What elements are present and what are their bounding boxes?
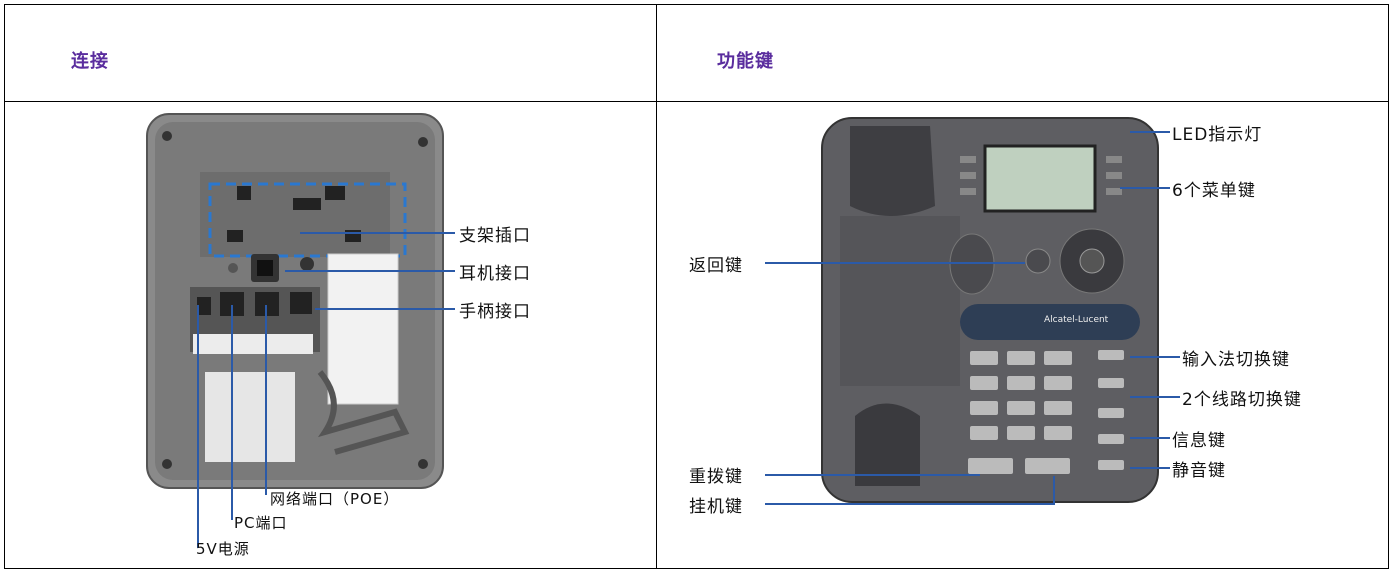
header-function-keys: 功能键: [717, 51, 774, 72]
stand-socket-line: [300, 232, 455, 234]
headset-port-line: [285, 270, 455, 272]
label-pc-port: PC端口: [234, 514, 288, 532]
label-hangup-key: 挂机键: [689, 497, 743, 517]
phone-back-image: [146, 113, 444, 489]
label-back-key: 返回键: [689, 256, 743, 276]
label-power: 5V电源: [196, 540, 250, 558]
pc-port-line: [231, 305, 233, 520]
label-mute-key: 静音键: [1172, 461, 1226, 481]
brand-logo: Alcatel-Lucent: [1044, 315, 1109, 325]
power-line: [197, 305, 199, 548]
label-network-port: 网络端口（POE）: [270, 490, 400, 508]
back-key-line: [765, 262, 1025, 264]
label-ime-key: 输入法切换键: [1182, 350, 1290, 370]
label-menu-keys: 6个菜单键: [1172, 181, 1256, 201]
line-keys-line: [1130, 396, 1180, 398]
ime-key-line: [1130, 356, 1180, 358]
network-port-line: [265, 305, 267, 495]
label-stand-socket: 支架插口: [459, 226, 531, 246]
mute-key-line: [1130, 467, 1170, 469]
label-message-key: 信息键: [1172, 431, 1226, 451]
hangup-key-line: [765, 503, 1055, 505]
menu-keys-line: [1120, 187, 1170, 189]
column-divider: [656, 5, 657, 568]
row-divider: [5, 101, 1388, 102]
handset-port-line: [315, 308, 455, 310]
message-key-line: [1130, 437, 1170, 439]
label-redial-key: 重拨键: [689, 467, 743, 487]
label-line-keys: 2个线路切换键: [1182, 390, 1302, 410]
hangup-key-line-vertical: [1053, 476, 1055, 505]
led-line: [1130, 131, 1170, 133]
redial-key-line: [765, 474, 980, 476]
label-led: LED指示灯: [1172, 125, 1263, 145]
label-headset-port: 耳机接口: [459, 264, 531, 284]
header-connection: 连接: [71, 51, 109, 72]
label-handset-port: 手柄接口: [459, 302, 531, 322]
phone-front-image: [821, 117, 1159, 503]
